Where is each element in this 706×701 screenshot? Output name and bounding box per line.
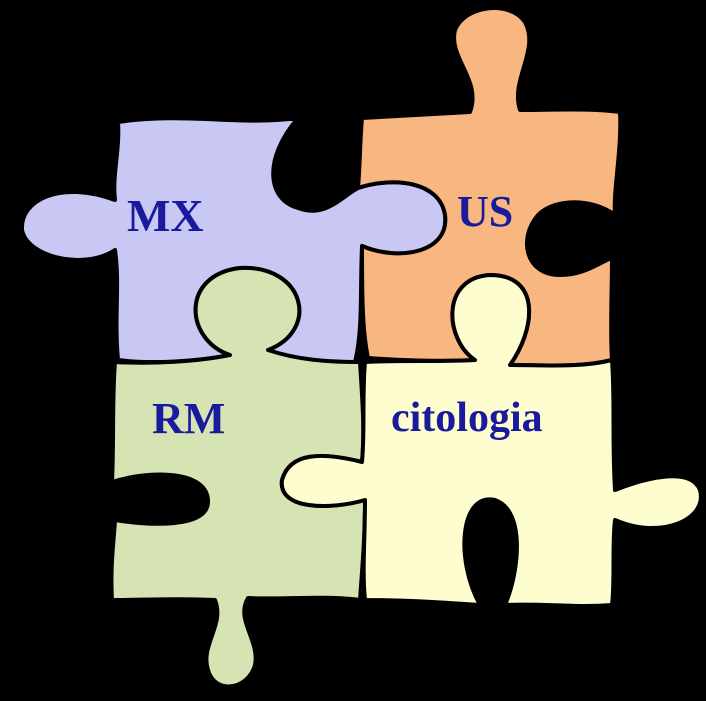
citologia-label: citologia [391,395,543,441]
us-label: US [457,187,514,236]
citologia-puzzle-piece [279,273,703,608]
mx-label: MX [127,190,204,241]
us-puzzle-piece [356,6,623,368]
rm-puzzle-piece [109,265,367,689]
rm-label: RM [152,394,226,443]
